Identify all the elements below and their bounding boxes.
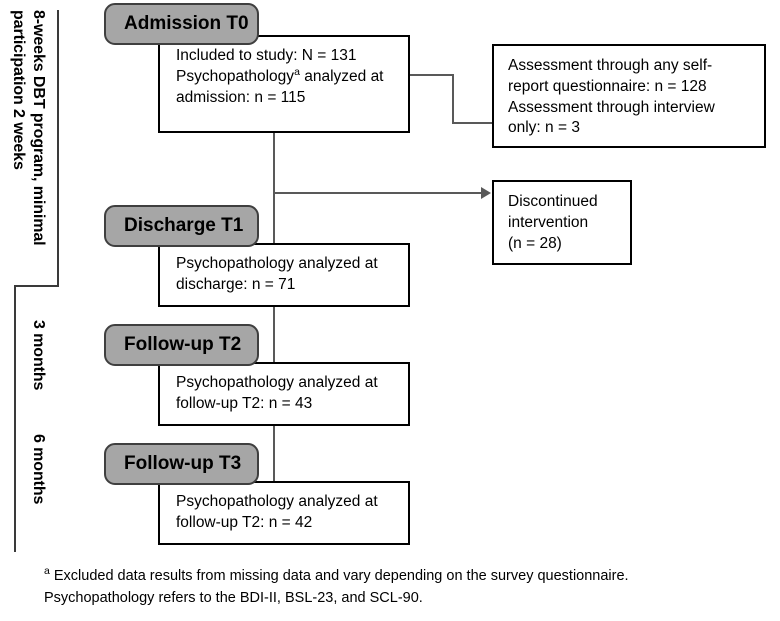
side-box-discontinued: Discontinued intervention (n = 28): [492, 180, 632, 265]
connector-discontinued-line: [273, 192, 483, 194]
connector-t0-elbow-top: [408, 74, 454, 76]
connector-t0-elbow-bottom: [452, 122, 494, 124]
side-box-assessment-mode: Assessment through any self- report ques…: [492, 44, 766, 148]
timeline-label-3-months: 3 months: [30, 320, 47, 391]
side-box-discontinued-line-1: intervention: [508, 213, 589, 231]
stage-pill-t0[interactable]: Admission T0: [104, 3, 259, 45]
stage-box-t2-line-0: Psychopathology analyzed at: [176, 374, 378, 391]
timeline-rail-jog: [14, 285, 59, 287]
stage-pill-t2[interactable]: Follow-up T2: [104, 324, 259, 366]
connector-spine-t1: [273, 194, 275, 244]
stage-box-t0-line-0: Included to study: N = 131: [176, 47, 357, 64]
side-box-assessment-line-1: report questionnaire: n = 128: [508, 77, 707, 95]
timeline-rail-lower: [14, 285, 16, 552]
stage-pill-t1[interactable]: Discharge T1: [104, 205, 259, 247]
stage-box-t2-line-1: follow-up T2: n = 43: [176, 394, 313, 412]
side-box-assessment-line-2: Assessment through interview: [508, 98, 715, 116]
timeline-rail-upper: [57, 10, 59, 287]
stage-box-t3-line-0: Psychopathology analyzed at: [176, 493, 378, 510]
stage-pill-t2-label: Follow-up T2: [124, 334, 242, 355]
figure-footnote: a Excluded data results from missing dat…: [44, 566, 629, 610]
timeline-label-6-months: 6 months: [30, 434, 47, 505]
stage-pill-t3[interactable]: Follow-up T3: [104, 443, 259, 485]
footnote-line-0: a Excluded data results from missing dat…: [44, 566, 629, 588]
footnote-marker-a: a: [294, 65, 300, 78]
side-box-discontinued-line-2: (n = 28): [508, 234, 562, 252]
footnote-line-1: Psychopathology refers to the BDI-II, BS…: [44, 589, 423, 606]
side-box-assessment-line-3: only: n = 3: [508, 119, 580, 137]
stage-box-t2: Psychopathology analyzed at follow-up T2…: [158, 362, 410, 426]
stage-box-t1: Psychopathology analyzed at discharge: n…: [158, 243, 410, 307]
connector-t0-elbow-mid: [452, 74, 454, 124]
footnote-marker-icon: a: [44, 565, 50, 578]
stage-box-t3-line-1: follow-up T2: n = 42: [176, 513, 313, 531]
stage-box-t0-line-2: admission: n = 115: [176, 88, 306, 106]
connector-t1-to-t2: [273, 306, 275, 363]
side-box-assessment-line-0: Assessment through any self-: [508, 57, 713, 74]
stage-box-t1-line-1: discharge: n = 71: [176, 275, 296, 293]
stage-pill-t3-label: Follow-up T3: [124, 453, 242, 474]
arrow-head-discontinued-icon: [481, 187, 491, 199]
side-box-discontinued-line-0: Discontinued: [508, 193, 598, 210]
stage-box-t3: Psychopathology analyzed at follow-up T2…: [158, 481, 410, 545]
connector-t0-to-t1: [273, 132, 275, 194]
connector-t2-to-t3: [273, 425, 275, 482]
timeline-label-program: 8-weeks DBT program, minimal participati…: [10, 10, 47, 246]
footnote-line-0-text: Excluded data results from missing data …: [53, 568, 629, 584]
stage-box-t1-line-0: Psychopathology analyzed at: [176, 255, 378, 272]
stage-box-t0: Included to study: N = 131 Psychopatholo…: [158, 35, 410, 133]
stage-pill-t1-label: Discharge T1: [124, 215, 244, 236]
stage-pill-t0-label: Admission T0: [124, 13, 249, 34]
stage-box-t0-line-1: Psychopathologya analyzed at: [176, 65, 384, 85]
